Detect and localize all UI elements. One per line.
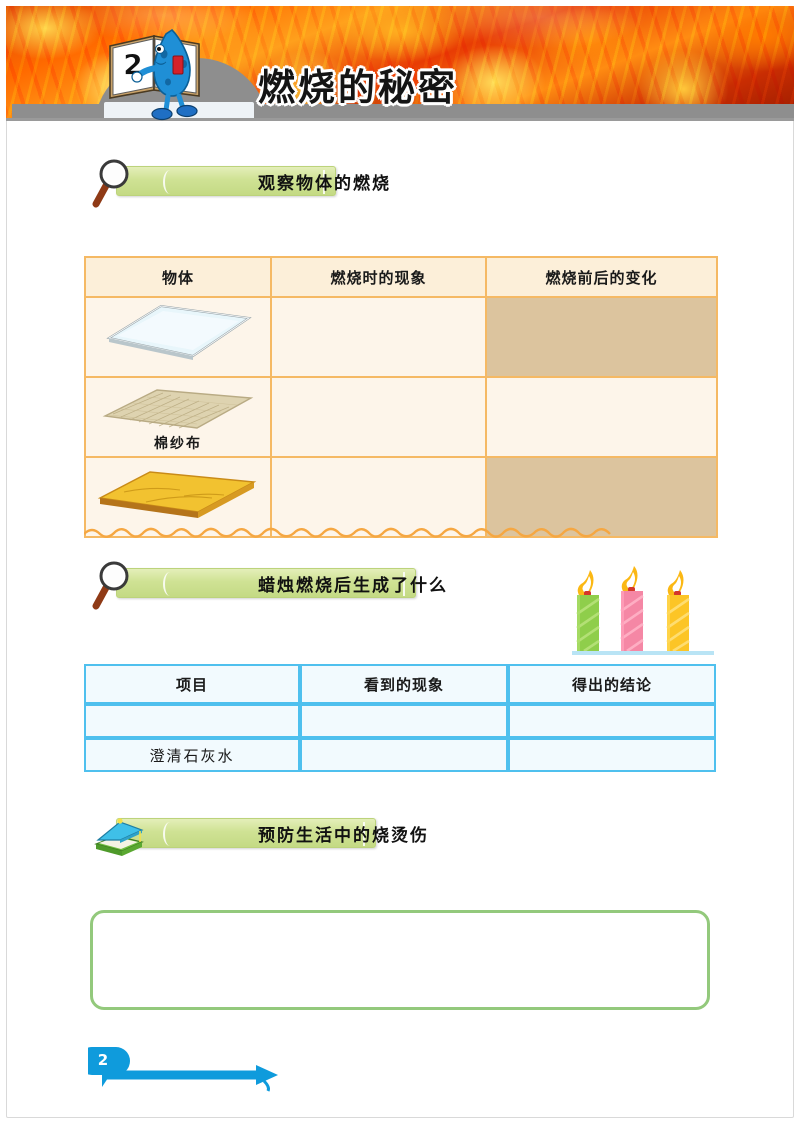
table-row: 棉纱布: [84, 376, 718, 458]
magnifier-icon: [90, 158, 148, 208]
candle-pink: [620, 566, 644, 653]
col-header-phenomenon: 燃烧时的现象: [270, 256, 487, 298]
answer-writing-box[interactable]: [90, 910, 710, 1010]
table-row: 澄清石灰水: [84, 738, 716, 772]
page-number: 2: [97, 1051, 109, 1069]
section-title-observe: 观察物体的燃烧: [258, 173, 391, 194]
object-label: 棉纱布: [154, 436, 202, 452]
candles-illustration: [572, 566, 714, 666]
candle-conclusion-table: 项目 看到的现象 得出的结论 澄清石灰水: [84, 664, 716, 772]
magnifier-icon: [90, 560, 148, 610]
table-header-row: 物体 燃烧时的现象 燃烧前后的变化: [84, 256, 718, 298]
table-row: [84, 296, 718, 378]
section-header-burns: 预防生活中的烧烫伤: [90, 818, 510, 856]
page-title: 燃烧的秘密: [258, 66, 458, 109]
section-banner-bar-candle: [116, 568, 416, 598]
cell-phenomenon-2[interactable]: [270, 376, 487, 458]
observation-table: 物体 燃烧时的现象 燃烧前后的变化: [84, 256, 718, 538]
col-header-change: 燃烧前后的变化: [485, 256, 718, 298]
cell-item-1[interactable]: [84, 704, 300, 738]
cotton-gauze-image: [102, 389, 254, 429]
wood-board-image: [97, 471, 257, 518]
cell-phenomenon-1[interactable]: [270, 296, 487, 378]
candle-green: [576, 570, 600, 653]
candle-yellow: [666, 570, 690, 653]
cell-observed-1[interactable]: [300, 704, 508, 738]
section-title-burns: 预防生活中的烧烫伤: [258, 825, 429, 846]
page-footer: 2: [78, 1045, 388, 1093]
col-header-object: 物体: [84, 256, 272, 298]
cell-change-2[interactable]: [485, 376, 718, 458]
cell-object-gauze: 棉纱布: [84, 376, 272, 458]
water-drop-body: [131, 28, 198, 121]
col-header-conclusion: 得出的结论: [508, 664, 716, 704]
mascot-character: 2: [104, 24, 224, 124]
footer-arrow-graphic: [78, 1047, 278, 1092]
cell-conclusion-2[interactable]: [508, 738, 716, 772]
table-row: [84, 704, 716, 738]
table-flame-bottom-border: [84, 527, 611, 538]
section-header-observe: 观察物体的燃烧: [90, 159, 510, 208]
section-banner-bar-observe: [116, 166, 336, 196]
table-row: [84, 456, 718, 538]
cell-conclusion-1[interactable]: [508, 704, 716, 738]
section-title-candle: 蜡烛燃烧后生成了什么: [258, 575, 448, 596]
col-header-observed: 看到的现象: [300, 664, 508, 704]
glass-plate-image: [106, 304, 252, 360]
cell-observed-2[interactable]: [300, 738, 508, 772]
cell-change-3[interactable]: [485, 456, 718, 538]
table-header-row: 项目 看到的现象 得出的结论: [84, 664, 716, 704]
cell-object-glass: [84, 296, 272, 378]
cell-change-1[interactable]: [485, 296, 718, 378]
cell-item-2: 澄清石灰水: [84, 738, 300, 772]
cell-object-wood: [84, 456, 272, 538]
section-header-candle: 蜡烛燃烧后生成了什么: [90, 561, 510, 610]
section-banner-bar-burns: [116, 818, 376, 848]
cell-phenomenon-3[interactable]: [270, 456, 487, 538]
graduation-book-icon: [90, 810, 148, 860]
col-header-item: 项目: [84, 664, 300, 704]
